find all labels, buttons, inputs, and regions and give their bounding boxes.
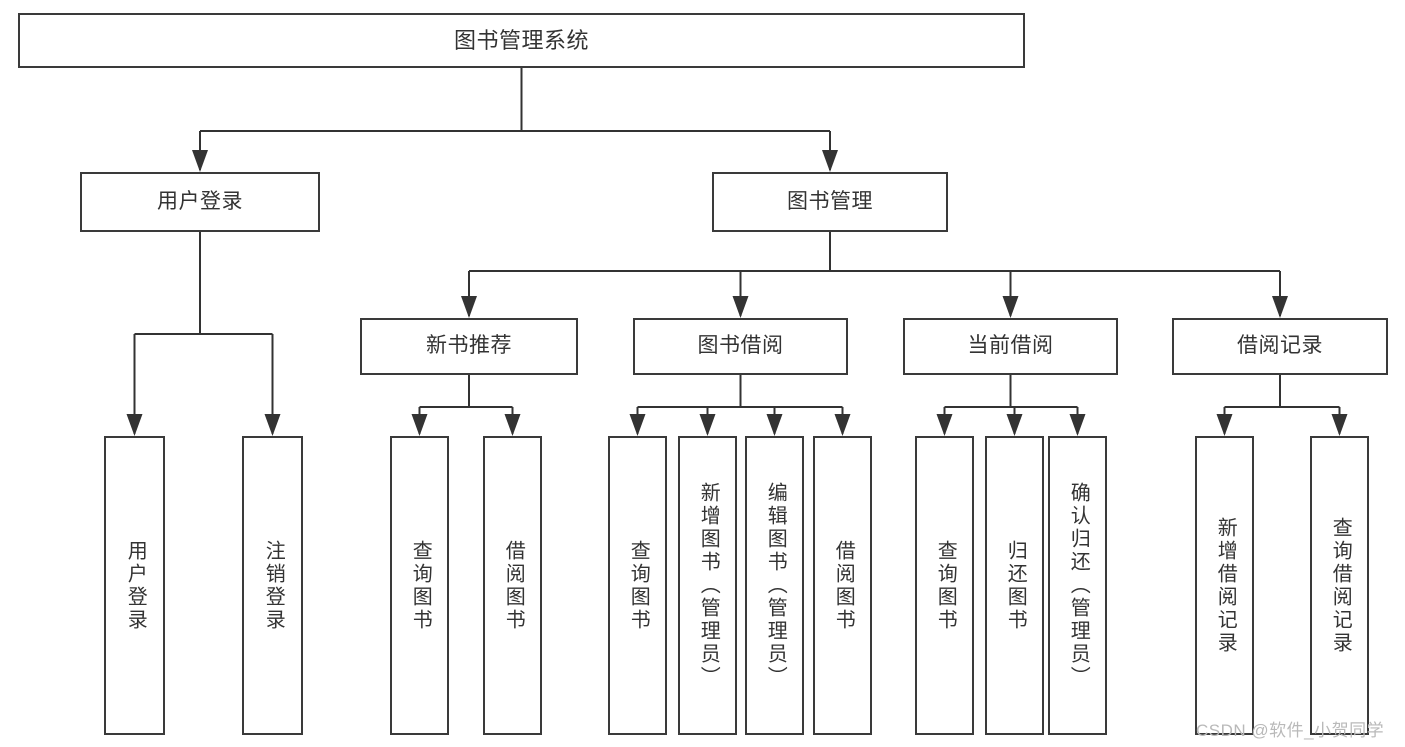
node-label-leaf-login-2: 注销登录: [262, 539, 285, 632]
node-bookmgmt[interactable]: 图书管理: [712, 172, 948, 232]
arrowhead-leaf-borrow-3: [766, 414, 783, 436]
node-label-bookmgmt: 图书管理: [787, 189, 873, 213]
node-borrow[interactable]: 图书借阅: [633, 318, 848, 375]
node-leaf-new-2[interactable]: 借阅图书: [483, 436, 542, 735]
node-current[interactable]: 当前借阅: [903, 318, 1118, 375]
node-leaf-rec-2[interactable]: 查询借阅记录: [1310, 436, 1369, 735]
node-leaf-borrow-3[interactable]: 编辑图书（管理员）: [745, 436, 804, 735]
arrowhead-leaf-borrow-1: [629, 414, 646, 436]
node-label-login: 用户登录: [157, 189, 243, 213]
arrowhead-newbook: [461, 296, 477, 318]
node-records[interactable]: 借阅记录: [1172, 318, 1388, 375]
node-label-leaf-login-1: 用户登录: [124, 539, 147, 632]
node-label-leaf-cur-3: 确认归还（管理员）: [1067, 482, 1090, 689]
node-label-borrow: 图书借阅: [697, 334, 784, 358]
arrowhead-leaf-login-1: [126, 414, 143, 436]
arrowhead-leaf-cur-3: [1069, 414, 1086, 436]
arrowhead-leaf-login-2: [264, 414, 281, 436]
arrowhead-leaf-borrow-4: [834, 414, 851, 436]
arrowhead-leaf-rec-2: [1331, 414, 1348, 436]
node-label-root: 图书管理系统: [453, 27, 589, 53]
node-label-records: 借阅记录: [1237, 334, 1323, 358]
node-leaf-rec-1[interactable]: 新增借阅记录: [1195, 436, 1254, 735]
arrowhead-current: [1002, 296, 1019, 318]
node-label-current: 当前借阅: [967, 334, 1054, 358]
node-leaf-new-1[interactable]: 查询图书: [390, 436, 449, 735]
node-label-leaf-rec-1: 新增借阅记录: [1214, 516, 1237, 655]
node-leaf-cur-3[interactable]: 确认归还（管理员）: [1048, 436, 1107, 735]
arrowhead-login: [192, 150, 208, 172]
node-leaf-login-1[interactable]: 用户登录: [104, 436, 165, 735]
arrowhead-leaf-cur-2: [1006, 414, 1023, 436]
node-label-leaf-borrow-1: 查询图书: [627, 539, 650, 632]
node-label-leaf-borrow-2: 新增图书（管理员）: [697, 482, 720, 689]
node-label-leaf-new-2: 借阅图书: [502, 539, 525, 632]
node-root[interactable]: 图书管理系统: [18, 13, 1025, 68]
node-leaf-borrow-2[interactable]: 新增图书（管理员）: [678, 436, 737, 735]
node-leaf-borrow-1[interactable]: 查询图书: [608, 436, 667, 735]
node-login[interactable]: 用户登录: [80, 172, 320, 232]
arrowhead-bookmgmt: [822, 150, 838, 172]
arrowhead-leaf-borrow-2: [699, 414, 716, 436]
node-label-leaf-rec-2: 查询借阅记录: [1329, 516, 1352, 655]
node-label-leaf-cur-2: 归还图书: [1004, 539, 1027, 632]
arrowhead-records: [1272, 296, 1288, 318]
arrowhead-leaf-new-2: [504, 414, 521, 436]
node-leaf-login-2[interactable]: 注销登录: [242, 436, 303, 735]
node-label-leaf-new-1: 查询图书: [409, 539, 432, 632]
node-leaf-cur-1[interactable]: 查询图书: [915, 436, 974, 735]
node-newbook[interactable]: 新书推荐: [360, 318, 578, 375]
arrowhead-borrow: [732, 296, 749, 318]
node-leaf-borrow-4[interactable]: 借阅图书: [813, 436, 872, 735]
node-label-leaf-cur-1: 查询图书: [934, 539, 957, 632]
node-leaf-cur-2[interactable]: 归还图书: [985, 436, 1044, 735]
arrowhead-leaf-new-1: [411, 414, 428, 436]
node-label-newbook: 新书推荐: [426, 334, 512, 358]
arrowhead-leaf-cur-1: [936, 414, 953, 436]
node-label-leaf-borrow-3: 编辑图书（管理员）: [764, 482, 787, 689]
arrowhead-leaf-rec-1: [1216, 414, 1233, 436]
node-label-leaf-borrow-4: 借阅图书: [832, 539, 855, 632]
connector-layer: [126, 68, 1348, 436]
